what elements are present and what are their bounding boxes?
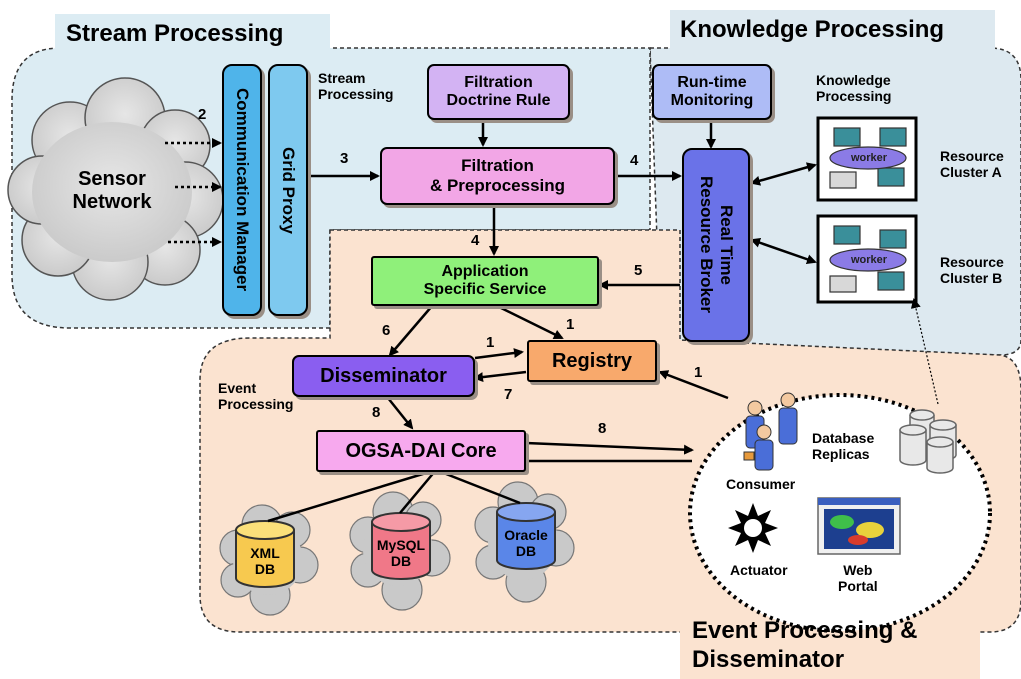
xml-db-line2: DB: [254, 561, 276, 578]
database-replicas-line2: Replicas: [812, 446, 870, 463]
mysql-db-line2: DB: [390, 553, 412, 570]
registry-box[interactable]: Registry: [527, 340, 657, 382]
resource-broker-label: Real Time Resource Broker: [696, 176, 736, 313]
app-service-line2: Specific Service: [423, 281, 547, 298]
edge-label-5: 5: [634, 262, 643, 279]
connectors: [165, 120, 939, 523]
registry-label: Registry: [551, 349, 633, 372]
communication-manager-box[interactable]: Communication Manager: [222, 64, 262, 316]
cluster-b-label: Resource Cluster B: [940, 254, 1004, 286]
runtime-monitoring-line1: Run-time: [677, 74, 747, 91]
resource-broker-box[interactable]: Real Time Resource Broker: [682, 148, 750, 342]
worker-label-a: worker: [851, 152, 888, 164]
actuator-core: [744, 519, 762, 537]
database-replicas-icon: [899, 409, 957, 474]
disseminator-box[interactable]: Disseminator: [292, 355, 475, 397]
cluster-b-line2: Cluster B: [940, 270, 1003, 287]
resource-broker-line1: Real Time: [717, 204, 736, 285]
edge-label-6: 6: [382, 322, 391, 339]
database-replicas-label: Database Replicas: [812, 430, 874, 462]
knowledge-processing-label-line1: Knowledge: [816, 72, 891, 88]
resource-broker-line2: Resource Broker: [697, 176, 716, 314]
oracle-db-line2: DB: [515, 543, 537, 560]
app-service-box[interactable]: Application Specific Service: [371, 256, 599, 306]
edge-label-1-dissem: 1: [486, 334, 495, 351]
edge-label-8-right: 8: [598, 420, 607, 437]
sensor-network-line1: Sensor: [78, 168, 146, 190]
stream-region-title: Stream Processing: [66, 20, 284, 47]
stream-title-bg: [55, 14, 330, 54]
edge-label-4-right: 4: [630, 152, 639, 169]
edge-label-1-app: 1: [566, 316, 575, 333]
oracle-db-line1: Oracle: [504, 527, 548, 543]
event-processing-label-line1: Event: [218, 380, 257, 396]
edge-label-4-down: 4: [471, 232, 480, 249]
xml-db-line1: XML: [250, 545, 280, 561]
knowledge-title-bg: [670, 10, 995, 52]
runtime-monitoring-box[interactable]: Run-time Monitoring: [652, 64, 772, 120]
consumer-icon: [743, 392, 798, 471]
oracle-db-cylinder: [496, 502, 556, 570]
web-portal-label: Web Portal: [838, 562, 878, 594]
knowledge-processing-label-line2: Processing: [816, 88, 892, 105]
ogsa-dai-core-box[interactable]: OGSA-DAI Core: [316, 430, 526, 472]
filtration-preprocessing-line1: Filtration: [461, 156, 534, 175]
mysql-db-cylinder: [371, 512, 431, 580]
sensor-network-label: Sensor Network: [70, 168, 154, 214]
actuator-label: Actuator: [730, 562, 788, 578]
edge-label-8-down: 8: [372, 404, 381, 421]
runtime-monitoring-line2: Monitoring: [670, 92, 754, 109]
mysql-db-label: MySQL DB: [374, 537, 428, 569]
grid-proxy-label: Grid Proxy: [279, 146, 298, 234]
event-processing-label: Event Processing: [218, 380, 293, 412]
disseminator-label: Disseminator: [320, 364, 447, 387]
event-region-title-line2: Disseminator: [692, 646, 845, 673]
filtration-preprocessing-line2: & Preprocessing: [429, 176, 566, 195]
event-region-title-line1: Event Processing &: [692, 617, 918, 644]
cluster-a-line2: Cluster A: [940, 164, 1002, 181]
worker-label-b: worker: [851, 254, 888, 266]
xml-db-label: XML DB: [240, 545, 290, 577]
edge-label-2: 2: [198, 106, 207, 123]
stream-processing-label: Stream Processing: [318, 70, 393, 102]
filtration-preprocessing-box[interactable]: Filtration & Preprocessing: [380, 147, 615, 205]
mysql-db-line1: MySQL: [376, 537, 426, 553]
cluster-a-computers: [829, 127, 907, 189]
filtration-doctrine-line1: Filtration: [464, 74, 533, 91]
filtration-doctrine-line2: Doctrine Rule: [446, 92, 551, 109]
filtration-doctrine-box[interactable]: Filtration Doctrine Rule: [427, 64, 570, 120]
edge-label-7: 7: [504, 386, 513, 403]
sensor-cloud: [7, 77, 224, 301]
cluster-b-computers: [829, 225, 907, 293]
cluster-b-line1: Resource: [940, 254, 1004, 270]
knowledge-region-title: Knowledge Processing: [680, 16, 945, 43]
edge-label-3: 3: [340, 150, 349, 167]
stream-processing-label-line1: Stream: [318, 70, 366, 86]
consumer-label: Consumer: [726, 476, 796, 492]
web-portal-line1: Web: [843, 562, 873, 578]
event-processing-label-line2: Processing: [218, 396, 294, 413]
xml-db-cylinder: [235, 520, 295, 588]
stream-processing-label-line2: Processing: [318, 86, 394, 103]
web-portal-line2: Portal: [838, 578, 878, 595]
communication-manager-label: Communication Manager: [233, 88, 252, 292]
web-portal-icon: [817, 497, 901, 555]
database-replicas-line1: Database: [812, 430, 875, 446]
grid-proxy-box[interactable]: Grid Proxy: [268, 64, 308, 316]
app-service-line1: Application: [441, 263, 529, 280]
knowledge-processing-label: Knowledge Processing: [816, 72, 891, 104]
cluster-a-label: Resource Cluster A: [940, 148, 1004, 180]
edge-label-1-consumer: 1: [694, 364, 703, 381]
oracle-db-label: Oracle DB: [499, 527, 553, 559]
sensor-network-line2: Network: [72, 191, 152, 213]
cluster-a-line1: Resource: [940, 148, 1004, 164]
ogsa-dai-core-label: OGSA-DAI Core: [345, 439, 497, 462]
